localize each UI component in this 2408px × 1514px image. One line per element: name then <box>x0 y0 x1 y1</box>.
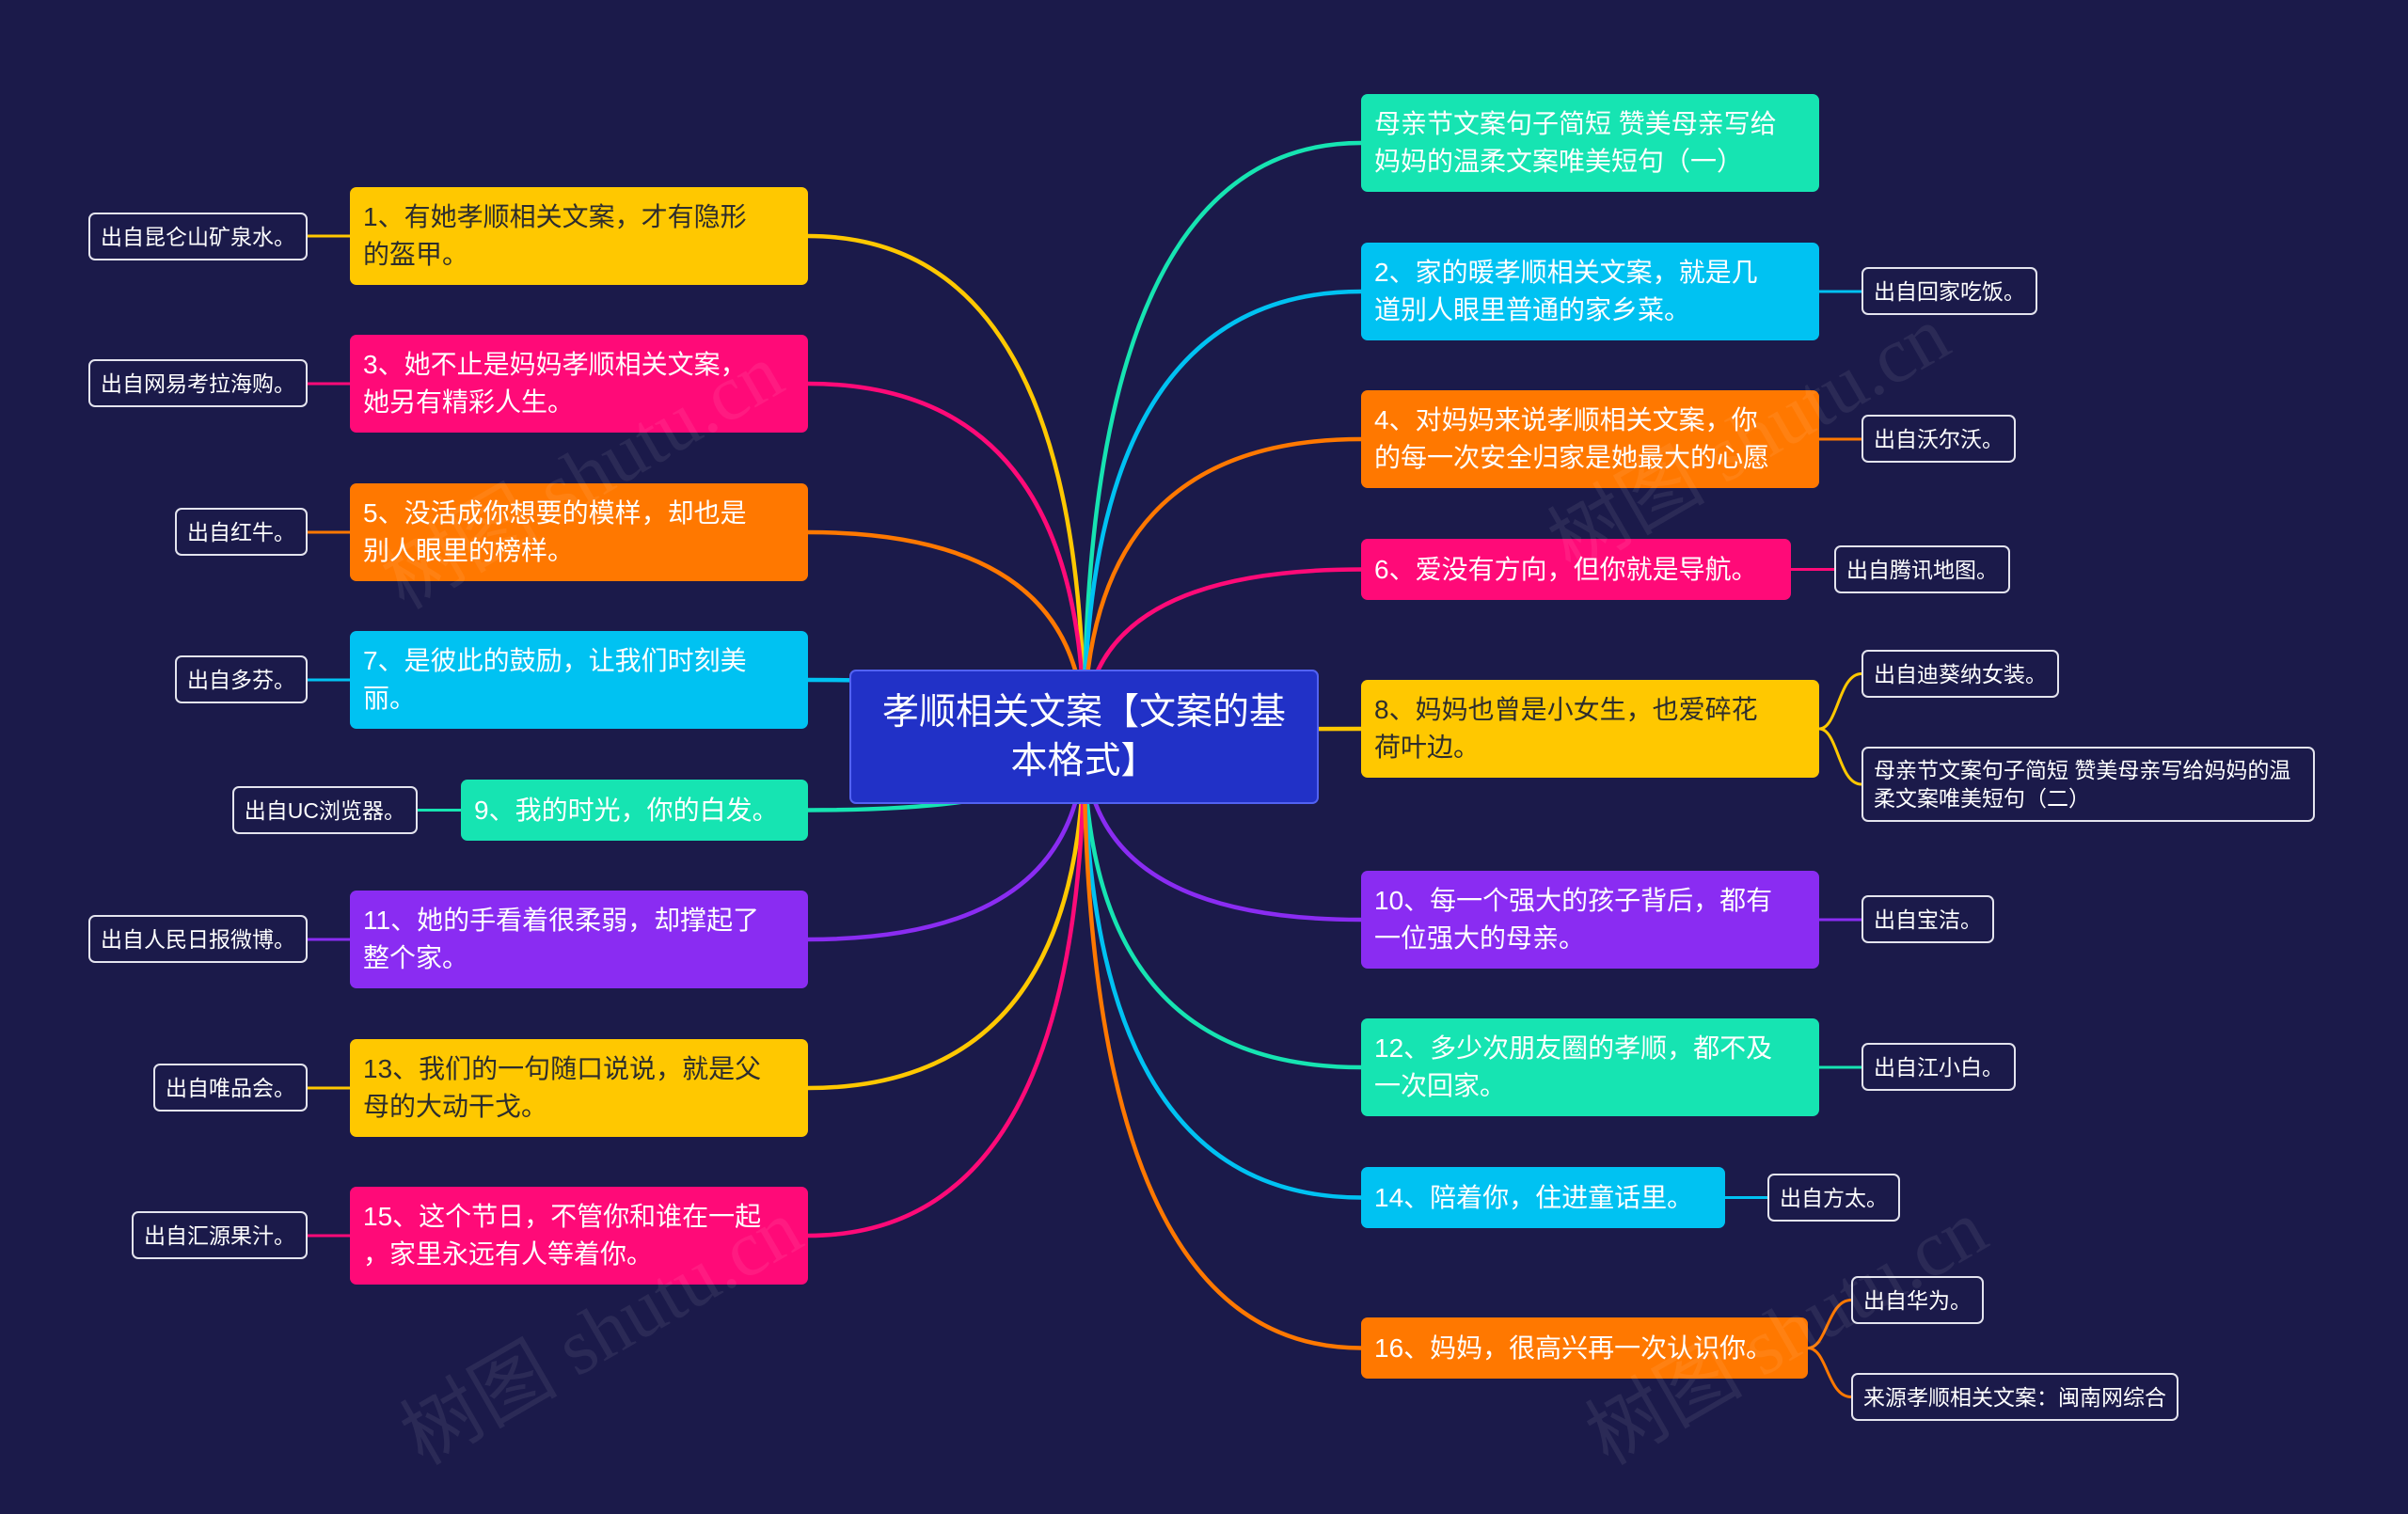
topic-text: 9、我的时光，你的白发。 <box>474 795 779 825</box>
source-text: 出自宝洁。 <box>1874 907 1982 932</box>
topic-14[interactable]: 14、陪着你，住进童话里。 <box>1361 1167 1725 1228</box>
source-text: 出自唯品会。 <box>166 1075 295 1100</box>
source-label[interactable]: 出自汇源果汁。 <box>132 1211 308 1259</box>
central-topic[interactable]: 孝顺相关文案【文案的基本格式】 <box>849 670 1319 804</box>
topic-4[interactable]: 4、对妈妈来说孝顺相关文案，你的每一次安全归家是她最大的心愿 <box>1361 390 1819 488</box>
source-text: 出自网易考拉海购。 <box>101 371 295 396</box>
source-label[interactable]: 出自江小白。 <box>1861 1043 2016 1091</box>
topic-text: 11、她的手看着很柔弱，却撑起了整个家。 <box>363 906 760 972</box>
branch-connector <box>1082 734 1364 1200</box>
source-text: 出自多芬。 <box>187 667 295 692</box>
branch-connector <box>805 233 1086 739</box>
topic-text: 12、多少次朋友圈的孝顺，都不及一次回家。 <box>1374 1033 1773 1100</box>
source-text: 出自昆仑山矿泉水。 <box>101 224 295 249</box>
source-text: 出自沃尔沃。 <box>1874 426 2004 451</box>
branch-connector <box>805 381 1086 739</box>
topic-16[interactable]: 16、妈妈，很高兴再一次认识你。 <box>1361 1317 1808 1379</box>
source-text: 来源孝顺相关文案：闽南网综合 <box>1863 1384 2166 1410</box>
source-text: 出自迪葵纳女装。 <box>1874 661 2047 686</box>
central-topic-text: 孝顺相关文案【文案的基本格式】 <box>881 691 1286 781</box>
topic-text: 7、是彼此的鼓励，让我们时刻美丽。 <box>363 646 747 713</box>
source-label[interactable]: 出自方太。 <box>1767 1174 1900 1222</box>
topic-text: 13、我们的一句随口说说，就是父母的大动干戈。 <box>363 1054 762 1121</box>
source-label-long[interactable]: 母亲节文案句子简短 赞美母亲写给妈妈的温柔文案唯美短句（二） <box>1861 747 2315 822</box>
topic-7[interactable]: 7、是彼此的鼓励，让我们时刻美丽。 <box>350 631 808 729</box>
source-label[interactable]: 出自多芬。 <box>175 655 308 703</box>
topic-text: 1、有她孝顺相关文案，才有隐形的盔甲。 <box>363 202 747 269</box>
source-label[interactable]: 出自华为。 <box>1851 1276 1984 1324</box>
topic-15[interactable]: 15、这个节日，不管你和谁在一起，家里永远有人等着你。 <box>350 1187 808 1285</box>
source-text: 出自汇源果汁。 <box>144 1222 295 1248</box>
source-text: 出自腾讯地图。 <box>1846 557 1998 582</box>
topic-2[interactable]: 2、家的暖孝顺相关文案，就是几道别人眼里普通的家乡菜。 <box>1361 243 1819 340</box>
topic-12[interactable]: 12、多少次朋友圈的孝顺，都不及一次回家。 <box>1361 1018 1819 1116</box>
topic-text: 母亲节文案句子简短 赞美母亲写给妈妈的温柔文案唯美短句（一） <box>1374 109 1777 176</box>
source-label[interactable]: 出自网易考拉海购。 <box>88 359 308 407</box>
topic-text: 10、每一个强大的孩子背后，都有一位强大的母亲。 <box>1374 886 1773 953</box>
branch-connector <box>1082 289 1364 739</box>
source-label[interactable]: 出自迪葵纳女装。 <box>1861 650 2059 698</box>
source-label[interactable]: 出自回家吃饭。 <box>1861 267 2037 315</box>
source-text: 母亲节文案句子简短 赞美母亲写给妈妈的温柔文案唯美短句（二） <box>1874 758 2291 811</box>
topic-text: 2、家的暖孝顺相关文案，就是几道别人眼里普通的家乡菜。 <box>1374 258 1758 324</box>
source-connector <box>1817 727 1863 786</box>
topic-9[interactable]: 9、我的时光，你的白发。 <box>461 780 808 841</box>
topic-text: 16、妈妈，很高兴再一次认识你。 <box>1374 1333 1773 1363</box>
source-label[interactable]: 出自昆仑山矿泉水。 <box>88 213 308 260</box>
source-text: 出自华为。 <box>1863 1287 1972 1313</box>
topic-text: 6、爱没有方向，但你就是导航。 <box>1374 554 1758 584</box>
source-text: 出自回家吃饭。 <box>1874 278 2025 304</box>
branch-connector <box>1082 436 1364 739</box>
topic-3[interactable]: 3、她不止是妈妈孝顺相关文案，她另有精彩人生。 <box>350 335 808 433</box>
branch-connector <box>805 734 1086 1238</box>
branch-connector <box>805 734 1086 1091</box>
topic-6[interactable]: 6、爱没有方向，但你就是导航。 <box>1361 539 1791 600</box>
topic-1[interactable]: 1、有她孝顺相关文案，才有隐形的盔甲。 <box>350 187 808 285</box>
source-label[interactable]: 出自沃尔沃。 <box>1861 415 2016 463</box>
topic-text: 5、没活成你想要的模样，却也是别人眼里的榜样。 <box>363 498 747 565</box>
source-text: 出自方太。 <box>1780 1185 1888 1210</box>
source-text: 出自江小白。 <box>1874 1054 2004 1080</box>
source-label[interactable]: 出自人民日报微博。 <box>88 915 308 963</box>
source-label[interactable]: 出自腾讯地图。 <box>1834 545 2010 593</box>
topic-11[interactable]: 11、她的手看着很柔弱，却撑起了整个家。 <box>350 891 808 988</box>
branch-connector <box>1082 734 1364 1070</box>
topic-mothers-day-1[interactable]: 母亲节文案句子简短 赞美母亲写给妈妈的温柔文案唯美短句（一） <box>1361 94 1819 192</box>
source-label[interactable]: 出自宝洁。 <box>1861 895 1994 943</box>
topic-10[interactable]: 10、每一个强大的孩子背后，都有一位强大的母亲。 <box>1361 871 1819 969</box>
source-text: 出自人民日报微博。 <box>101 926 295 952</box>
source-label-origin[interactable]: 来源孝顺相关文案：闽南网综合 <box>1851 1373 2178 1421</box>
topic-text: 15、这个节日，不管你和谁在一起，家里永远有人等着你。 <box>363 1202 762 1269</box>
topic-13[interactable]: 13、我们的一句随口说说，就是父母的大动干戈。 <box>350 1039 808 1137</box>
source-label[interactable]: 出自唯品会。 <box>153 1064 308 1112</box>
source-text: 出自UC浏览器。 <box>244 797 405 823</box>
topic-text: 4、对妈妈来说孝顺相关文案，你的每一次安全归家是她最大的心愿 <box>1374 405 1770 472</box>
topic-text: 3、她不止是妈妈孝顺相关文案，她另有精彩人生。 <box>363 350 747 417</box>
branch-connector <box>1082 734 1364 1350</box>
topic-text: 14、陪着你，住进童话里。 <box>1374 1182 1694 1212</box>
source-label[interactable]: 出自UC浏览器。 <box>231 786 418 834</box>
branch-connector <box>1082 140 1364 739</box>
source-text: 出自红牛。 <box>187 519 295 544</box>
source-connector <box>1806 1347 1853 1398</box>
source-connector <box>1817 672 1863 731</box>
source-connector <box>1806 1299 1853 1349</box>
source-label[interactable]: 出自红牛。 <box>175 508 308 556</box>
topic-text: 8、妈妈也曾是小女生，也爱碎花荷叶边。 <box>1374 695 1758 762</box>
topic-8[interactable]: 8、妈妈也曾是小女生，也爱碎花荷叶边。 <box>1361 680 1819 778</box>
topic-5[interactable]: 5、没活成你想要的模样，却也是别人眼里的榜样。 <box>350 483 808 581</box>
